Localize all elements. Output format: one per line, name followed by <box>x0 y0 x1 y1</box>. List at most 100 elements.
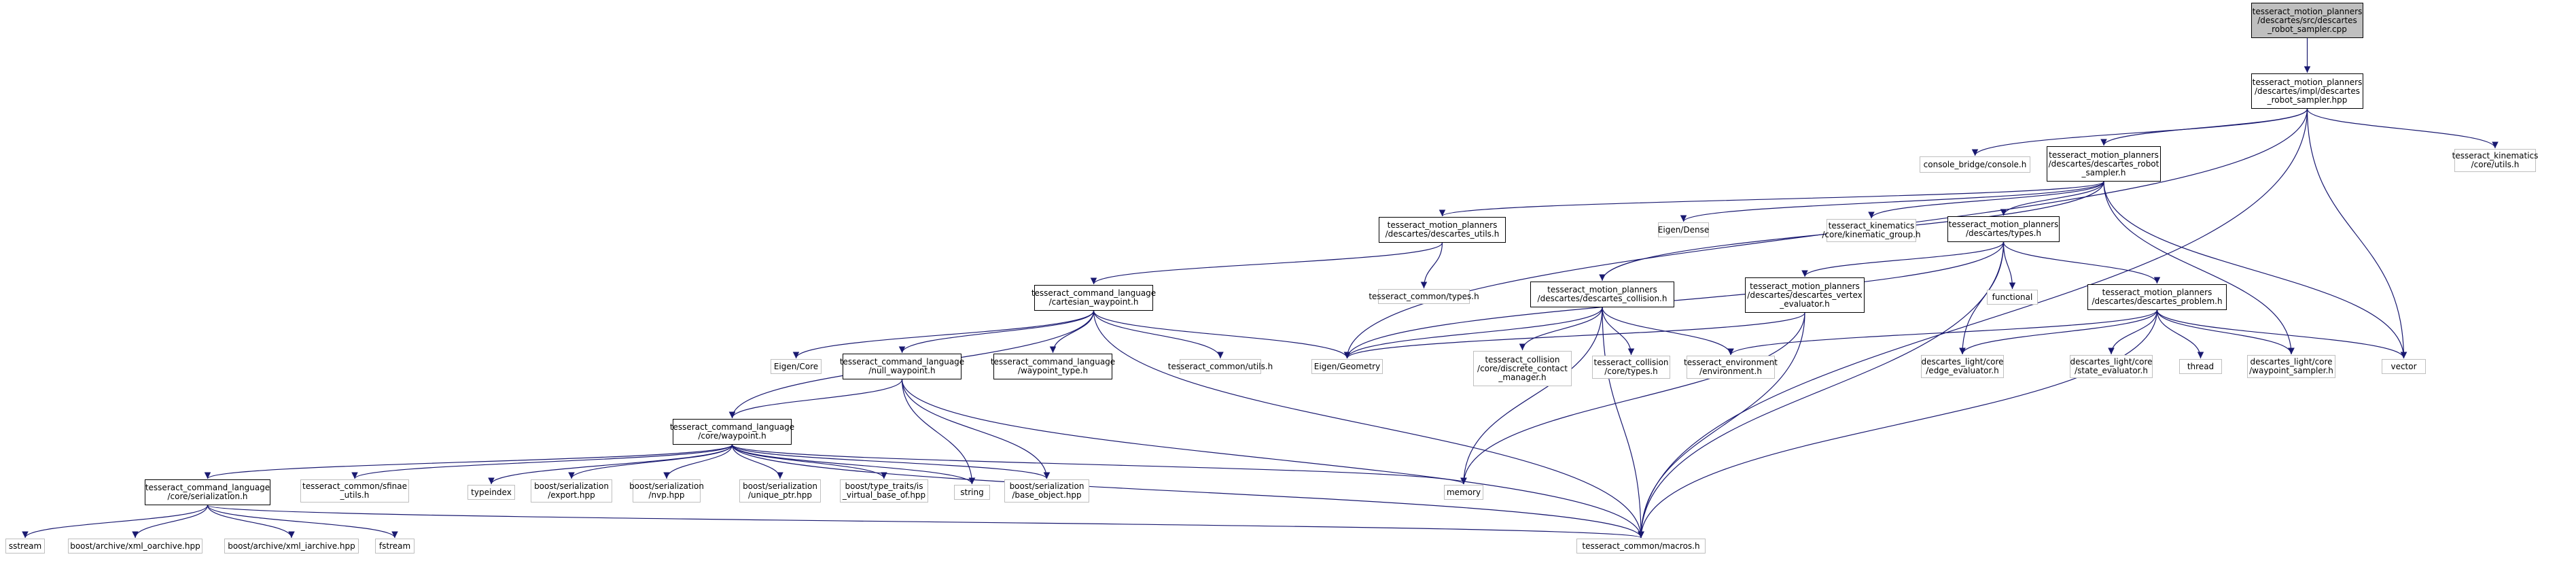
edge-n28-n32 <box>568 444 733 479</box>
graph-node-n30: tesseract_common/sfinae _utils.h <box>300 479 409 503</box>
edge-n03-n07 <box>1868 181 2104 219</box>
edge-n28-n43 <box>731 444 1644 539</box>
graph-node-n23: descartes_light/core /edge_evaluator.h <box>1921 355 2004 378</box>
graph-node-n18: tesseract_common/utils.h <box>1168 359 1273 374</box>
graph-node-n08[interactable]: tesseract_motion_planners /descartes/typ… <box>1947 216 2060 242</box>
edge-n03-n05 <box>1439 181 2104 217</box>
edge-n16-n28 <box>728 379 903 419</box>
graph-node-n33: boost/serialization /nvp.hpp <box>629 479 704 503</box>
graph-node-n16[interactable]: tesseract_command_language /null_waypoin… <box>840 354 964 379</box>
graph-node-n34: boost/serialization /unique_ptr.hpp <box>739 479 821 503</box>
edge-n14-n23 <box>1959 309 2158 355</box>
edge-n14-n27 <box>2156 309 2407 359</box>
graph-node-n43: tesseract_common/macros.h <box>1576 539 1706 554</box>
graph-node-n03[interactable]: tesseract_motion_planners /descartes/des… <box>2047 146 2161 182</box>
graph-node-n25: thread <box>2179 359 2222 374</box>
edge-n08-n13 <box>2002 241 2016 290</box>
graph-node-n15: Eigen/Core <box>771 359 822 374</box>
edge-n11-n19 <box>1343 307 1603 359</box>
edge-n08-n14 <box>2002 241 2161 284</box>
graph-node-n35: boost/type_traits/is _virtual_base_of.hp… <box>840 479 928 503</box>
edge-n14-n43 <box>1638 309 2158 539</box>
graph-node-n36: string <box>954 485 990 500</box>
edge-n03-n27 <box>2103 181 2407 359</box>
edge-n01-n04 <box>2306 108 2499 149</box>
edge-n29-n40 <box>132 505 209 539</box>
graph-node-n12[interactable]: tesseract_motion_planners /descartes/des… <box>1745 277 1865 313</box>
edge-n08-n12 <box>1801 241 2005 277</box>
graph-node-n04: tesseract_kinematics /core/utils.h <box>2452 149 2538 172</box>
graph-node-n38: memory <box>1444 485 1483 500</box>
edge-n29-n43 <box>207 505 1644 539</box>
edge-n11-n22 <box>1602 307 1734 356</box>
edge-n10-n43 <box>1093 310 1644 539</box>
edge-n12-n43 <box>1638 312 1805 539</box>
edge-n08-n19 <box>1343 241 2005 359</box>
edge-n28-n33 <box>663 444 733 479</box>
graph-node-n41: boost/archive/xml_iarchive.hpp <box>224 539 359 554</box>
graph-node-n06: Eigen/Dense <box>1658 222 1709 237</box>
edge-n10-n16 <box>898 310 1095 354</box>
graph-node-n17[interactable]: tesseract_command_language /waypoint_typ… <box>991 354 1115 379</box>
edge-n11-n21 <box>1602 307 1635 356</box>
edge-n01-n03 <box>2100 108 2308 146</box>
edge-n28-n36 <box>731 444 976 485</box>
edge-n11-n38 <box>1460 307 1603 485</box>
graph-node-n19: Eigen/Geometry <box>1311 359 1383 374</box>
edge-n14-n22 <box>1727 309 2158 356</box>
graph-node-n01[interactable]: tesseract_motion_planners /descartes/imp… <box>2251 73 2363 109</box>
edge-n29-n41 <box>207 505 295 539</box>
edge-n28-n30 <box>351 444 733 479</box>
edge-n29-n42 <box>207 505 398 539</box>
edge-n01-n43 <box>1638 108 2308 539</box>
edge-n29-n39 <box>22 505 209 539</box>
edge-n12-n38 <box>1460 312 1805 485</box>
edge-n28-n38 <box>731 444 1467 485</box>
edge-n12-n19 <box>1343 312 1805 359</box>
edge-n14-n25 <box>2156 309 2204 359</box>
edge-n11-n20 <box>1519 307 1603 351</box>
edge-n28-n29 <box>205 444 733 479</box>
graph-node-n02: console_bridge/console.h <box>1920 156 2030 173</box>
edge-n08-n43 <box>1638 241 2005 539</box>
graph-node-n11[interactable]: tesseract_motion_planners /descartes/des… <box>1530 282 1674 307</box>
graph-node-n09: tesseract_common/types.h <box>1369 289 1479 304</box>
graph-node-n20: tesseract_collision /core/discrete_conta… <box>1473 351 1572 386</box>
graph-node-n13: functional <box>1987 290 2038 305</box>
graph-node-n22: tesseract_environment /environment.h <box>1684 356 1778 379</box>
graph-node-n42: fstream <box>375 539 414 554</box>
graph-node-n32: boost/serialization /export.hpp <box>531 479 612 503</box>
edge-n10-n18 <box>1093 310 1224 359</box>
graph-node-n21: tesseract_collision /core/types.h <box>1592 356 1670 379</box>
edge-n28-n31 <box>488 444 733 485</box>
graph-node-n39: sstream <box>5 539 45 554</box>
edge-n16-n37 <box>901 379 1051 479</box>
graph-node-n05[interactable]: tesseract_motion_planners /descartes/des… <box>1379 217 1506 243</box>
edge-n05-n09 <box>1420 242 1443 289</box>
edge-n01-n27 <box>2306 108 2407 359</box>
graph-node-n40: boost/archive/xml_oarchive.hpp <box>68 539 202 554</box>
graph-node-n14[interactable]: tesseract_motion_planners /descartes/des… <box>2087 284 2227 310</box>
edge-n03-n06 <box>1680 181 2104 222</box>
graph-node-n10[interactable]: tesseract_command_language /cartesian_wa… <box>1031 285 1156 311</box>
edge-n14-n24 <box>2108 309 2158 355</box>
edge-n28-n37 <box>731 444 1051 479</box>
graph-node-n07: tesseract_kinematics /core/kinematic_gro… <box>1822 219 1921 242</box>
edge-n14-n26 <box>2156 309 2295 355</box>
graph-node-n27: vector <box>2382 359 2426 374</box>
edge-n28-n34 <box>731 444 783 479</box>
edge-n10-n15 <box>792 310 1095 359</box>
edge-n11-n43 <box>1602 307 1644 539</box>
graph-node-n29[interactable]: tesseract_command_language /core/seriali… <box>145 479 270 505</box>
edge-n03-n08 <box>2000 181 2104 216</box>
graph-node-n00: tesseract_motion_planners /descartes/src… <box>2251 3 2363 38</box>
edge-n10-n19 <box>1093 310 1351 359</box>
graph-node-n31: typeindex <box>467 485 515 500</box>
edge-n03-n26 <box>2103 181 2295 355</box>
edge-n16-n43 <box>901 379 1644 539</box>
graph-node-n28[interactable]: tesseract_command_language /core/waypoin… <box>670 419 794 445</box>
edge-n05-n10 <box>1090 242 1443 285</box>
graph-node-n26: descartes_light/core /waypoint_sampler.h <box>2247 355 2335 378</box>
